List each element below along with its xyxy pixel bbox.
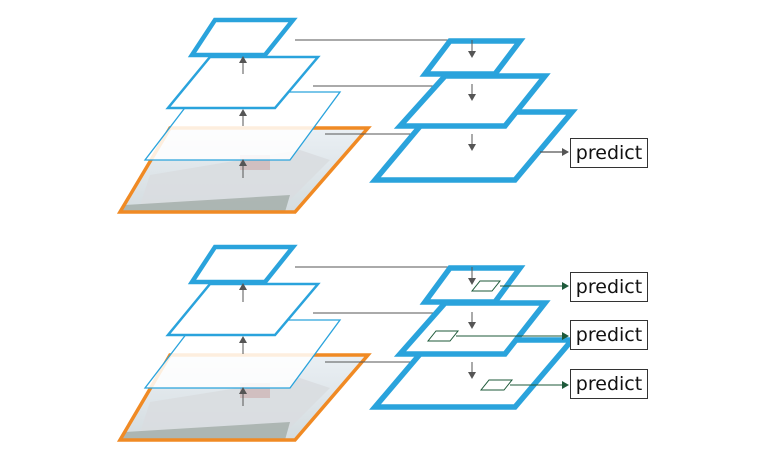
region-box: [426, 330, 460, 342]
top-diagram: [116, 17, 578, 214]
bottom-diagram: [116, 244, 578, 442]
top-down-layer-2: [393, 73, 551, 129]
top-down-layer-1: [419, 265, 526, 305]
region-box: [479, 379, 514, 391]
predict-box-bottom-1: predict: [570, 272, 648, 302]
predict-box-bottom-3: predict: [570, 369, 648, 399]
region-box: [470, 280, 502, 292]
bottom-up-layer-3: [187, 244, 298, 285]
bottom-up-layer-2: [165, 55, 321, 110]
predict-box-bottom-2: predict: [570, 320, 648, 350]
bottom-up-layer-2: [165, 282, 321, 337]
predict-box-top: predict: [570, 138, 648, 168]
bottom-up-layer-3: [187, 17, 298, 58]
